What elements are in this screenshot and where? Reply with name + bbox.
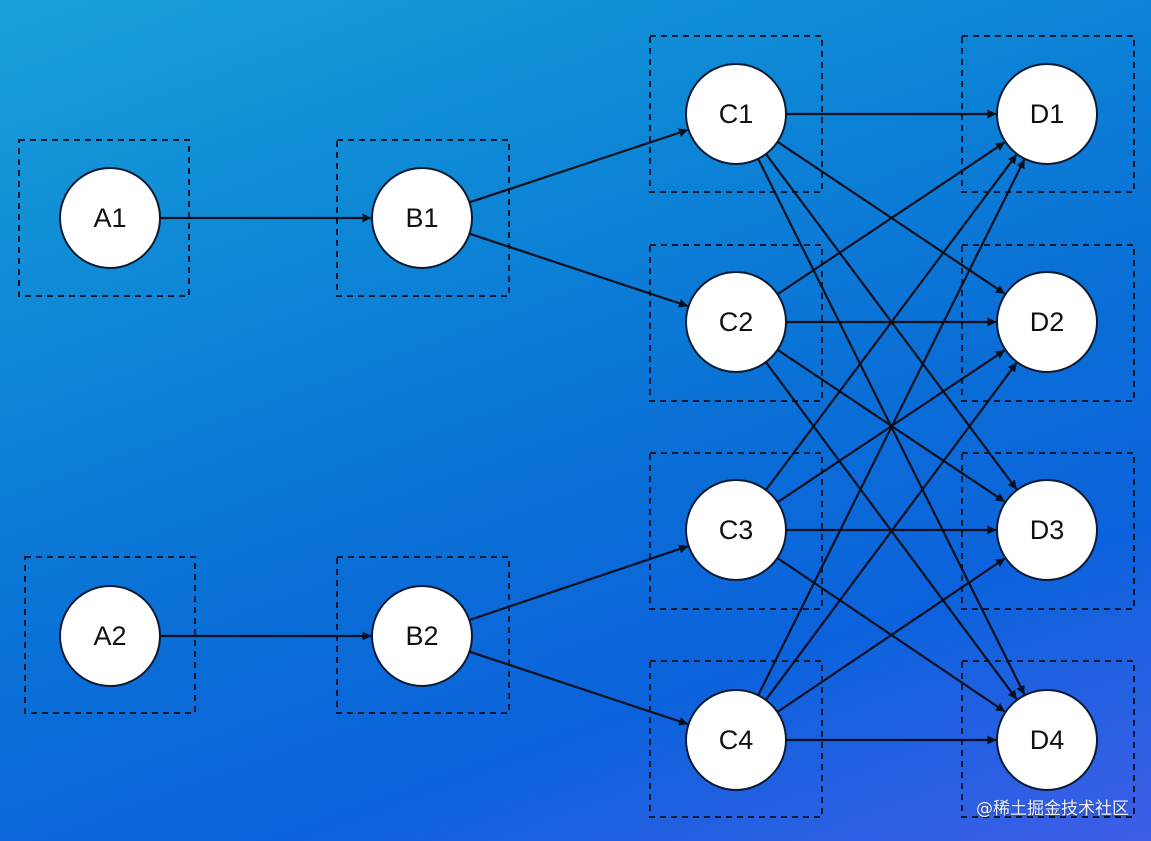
watermark: @稀土掘金技术社区: [976, 799, 1129, 819]
group-box-c1: [649, 35, 823, 193]
node-d3: D3: [996, 479, 1098, 581]
node-label-d1: D1: [1030, 99, 1065, 129]
node-circle-b1: [371, 167, 473, 269]
node-label-c3: C3: [719, 515, 754, 545]
node-d1: D1: [996, 63, 1098, 165]
node-label-c1: C1: [719, 99, 754, 129]
edge-c3-to-d1: [765, 154, 1018, 491]
node-circle-c2: [685, 271, 787, 373]
node-circle-d2: [996, 271, 1098, 373]
node-label-d3: D3: [1030, 515, 1065, 545]
edge-c2-to-d1: [776, 141, 1006, 296]
node-label-c2: C2: [719, 307, 754, 337]
node-circle-d4: [996, 689, 1098, 791]
edge-b1-to-c1: [469, 128, 689, 204]
node-b1: B1: [371, 167, 473, 269]
node-label-d2: D2: [1030, 307, 1065, 337]
node-c3: C3: [685, 479, 787, 581]
edges: [160, 109, 1026, 745]
node-label-c4: C4: [719, 725, 754, 755]
group-box-c3: [649, 452, 823, 610]
node-circle-d1: [996, 63, 1098, 165]
node-circle-c3: [685, 479, 787, 581]
node-a1: A1: [59, 167, 161, 269]
node-label-a2: A2: [93, 621, 126, 651]
edge-b1-to-c2: [469, 232, 689, 308]
node-c2: C2: [685, 271, 787, 373]
node-c4: C4: [685, 689, 787, 791]
node-circle-c1: [685, 63, 787, 165]
node-circle-b2: [371, 585, 473, 687]
node-label-d4: D4: [1030, 725, 1065, 755]
node-label-a1: A1: [93, 203, 126, 233]
node-circle-a1: [59, 167, 161, 269]
edge-c4-to-d2: [764, 362, 1018, 701]
node-d2: D2: [996, 271, 1098, 373]
edge-c4-to-d3: [776, 557, 1006, 713]
group-box-c2: [649, 244, 823, 402]
node-circle-c4: [685, 689, 787, 791]
group-box-c4: [649, 660, 823, 818]
node-label-b1: B1: [405, 203, 438, 233]
node-circle-a2: [59, 585, 161, 687]
node-circle-d3: [996, 479, 1098, 581]
node-c1: C1: [685, 63, 787, 165]
node-label-b2: B2: [405, 621, 438, 651]
group-boxes: [18, 35, 1135, 818]
edge-c4-to-d1: [757, 159, 1026, 696]
node-b2: B2: [371, 585, 473, 687]
node-d4: D4: [996, 689, 1098, 791]
node-a2: A2: [59, 585, 161, 687]
edge-b2-to-c4: [469, 650, 689, 726]
edge-b2-to-c3: [469, 544, 689, 622]
